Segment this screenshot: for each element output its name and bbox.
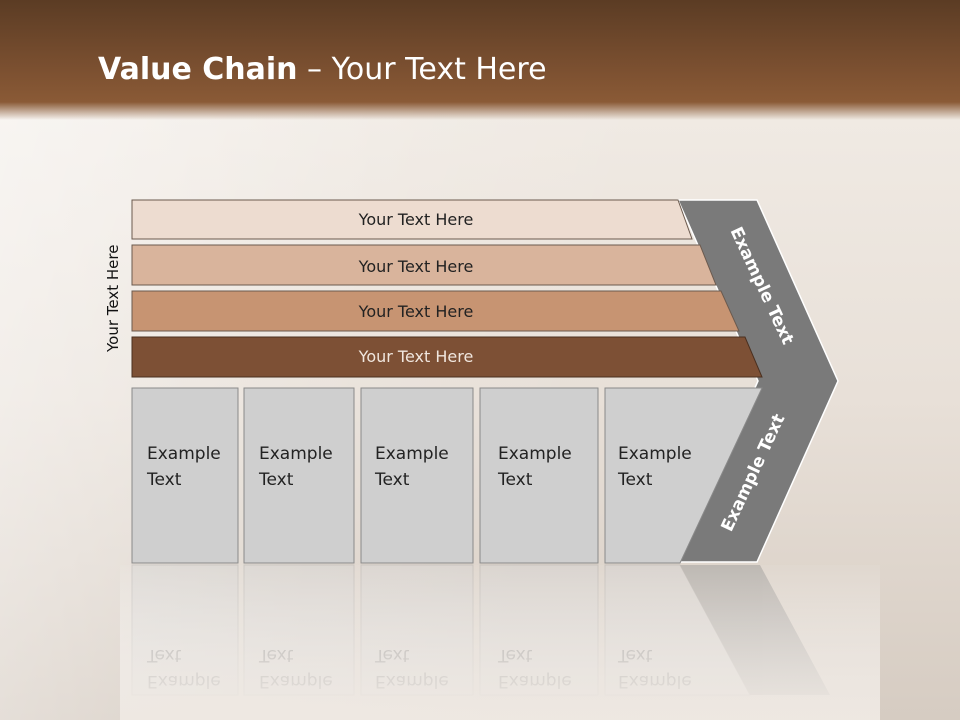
bar-2 [131,244,717,286]
bar-4 [131,336,763,378]
box-2-line1: Example [259,444,333,464]
box-1 [131,387,239,564]
title-banner [0,0,960,120]
box-2-line2: Text [258,470,294,490]
bar-3 [131,290,740,332]
title-bold: Value Chain [98,52,298,87]
box-2 [243,387,355,564]
slide-title: Value Chain – Your Text Here [98,52,547,87]
box-3-line1: Example [375,444,449,464]
box-5-line2: Text [617,470,653,490]
box-4-line2: Text [497,470,533,490]
bar-1-label: Your Text Here [358,210,474,229]
box-1-line2: Text [146,470,182,490]
box-4 [479,387,599,564]
box-3-line2: Text [374,470,410,490]
bar-4-label: Your Text Here [358,347,474,366]
box-4-line1: Example [498,444,572,464]
box-1-line1: Example [147,444,221,464]
box-5-line1: Example [618,444,692,464]
title-rest: – Your Text Here [297,52,547,87]
bar-3-label: Your Text Here [358,302,474,321]
bar-1 [131,199,693,240]
bar-2-label: Your Text Here [358,257,474,276]
box-5 [604,387,763,564]
box-3 [360,387,474,564]
